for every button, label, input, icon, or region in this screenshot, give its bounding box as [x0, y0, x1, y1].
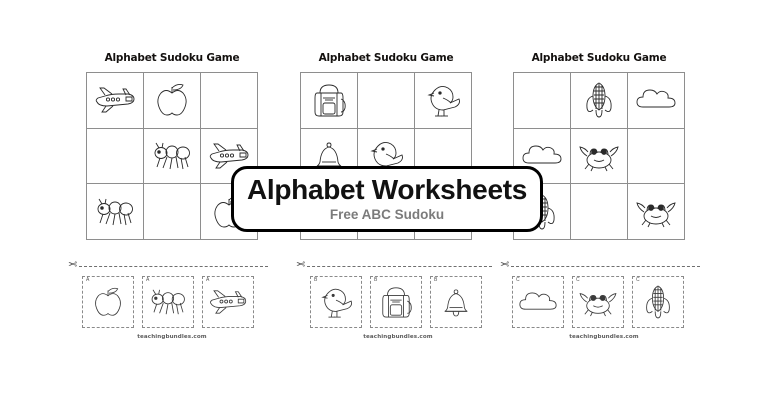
- cut-card[interactable]: C: [572, 276, 624, 328]
- cut-cards-row: B B B: [296, 276, 492, 328]
- cut-card[interactable]: B: [310, 276, 362, 328]
- site-footer: teachingbundles.com: [569, 334, 639, 340]
- sudoku-cell[interactable]: [201, 73, 258, 129]
- cut-card[interactable]: A: [202, 276, 254, 328]
- worksheet-3: Alphabet Sudoku Game: [513, 52, 685, 240]
- sudoku-cell[interactable]: [628, 184, 685, 240]
- banner-subtitle: Free ABC Sudoku: [329, 207, 445, 223]
- sudoku-cell[interactable]: [514, 73, 571, 129]
- cut-strip-2: ✂ B B B teachingbundles.com: [296, 258, 492, 340]
- card-letter: C: [636, 277, 640, 283]
- cut-cards-row: C C C: [500, 276, 700, 328]
- cut-card[interactable]: C: [632, 276, 684, 328]
- sudoku-cell[interactable]: [87, 184, 144, 240]
- sudoku-cell[interactable]: [201, 128, 258, 185]
- card-letter: B: [314, 277, 318, 283]
- cut-strip-1: ✂ A A A teachingbundles.com: [68, 258, 268, 340]
- cut-card[interactable]: B: [430, 276, 482, 328]
- sudoku-cell[interactable]: [87, 128, 144, 185]
- worksheet-title: Alphabet Sudoku Game: [318, 52, 454, 64]
- worksheet-title: Alphabet Sudoku Game: [104, 52, 240, 64]
- sudoku-cell[interactable]: [571, 128, 628, 185]
- scissors-icon: ✂: [500, 258, 510, 271]
- cut-line: ✂: [500, 258, 700, 272]
- site-footer: teachingbundles.com: [363, 334, 433, 340]
- scissors-icon: ✂: [296, 258, 306, 271]
- worksheet-title: Alphabet Sudoku Game: [531, 52, 667, 64]
- dashed-cut-line: [79, 266, 268, 267]
- dashed-cut-line: [307, 266, 492, 267]
- dashed-cut-line: [511, 266, 700, 267]
- sudoku-cell[interactable]: [628, 73, 685, 129]
- cut-card[interactable]: A: [82, 276, 134, 328]
- cut-strip-3: ✂ C C C teachingbundles.com: [500, 258, 700, 340]
- card-letter: A: [206, 277, 210, 283]
- overlay-banner: Alphabet Worksheets Free ABC Sudoku: [231, 166, 543, 232]
- sudoku-cell[interactable]: [628, 128, 685, 185]
- card-letter: B: [374, 277, 378, 283]
- sudoku-grid-3: [513, 72, 685, 240]
- sudoku-cell[interactable]: [144, 184, 201, 240]
- sudoku-cell[interactable]: [571, 184, 628, 240]
- cut-card[interactable]: C: [512, 276, 564, 328]
- sudoku-cell[interactable]: [144, 128, 201, 185]
- cut-line: ✂: [68, 258, 268, 272]
- cut-cards-row: A A A: [68, 276, 268, 328]
- cut-card[interactable]: A: [142, 276, 194, 328]
- cut-line: ✂: [296, 258, 492, 272]
- site-footer: teachingbundles.com: [137, 334, 207, 340]
- sudoku-cell[interactable]: [358, 73, 415, 129]
- sudoku-cell[interactable]: [144, 73, 201, 129]
- scissors-icon: ✂: [68, 258, 78, 271]
- card-letter: C: [516, 277, 520, 283]
- card-letter: B: [434, 277, 438, 283]
- banner-title: Alphabet Worksheets: [246, 173, 528, 205]
- card-letter: A: [86, 277, 90, 283]
- sudoku-cell[interactable]: [87, 73, 144, 129]
- sudoku-cell[interactable]: [301, 73, 358, 129]
- cut-card[interactable]: B: [370, 276, 422, 328]
- card-letter: A: [146, 277, 150, 283]
- sudoku-cell[interactable]: [415, 73, 472, 129]
- card-letter: C: [576, 277, 580, 283]
- sudoku-cell[interactable]: [571, 73, 628, 129]
